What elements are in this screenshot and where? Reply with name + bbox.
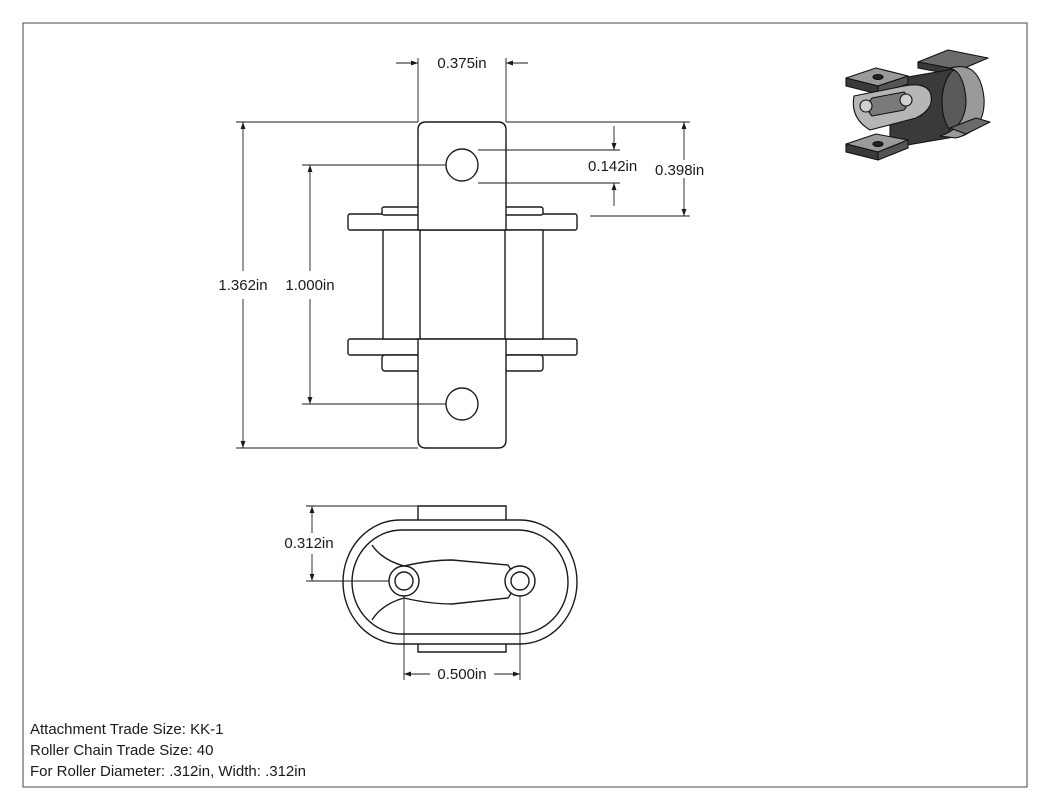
lower-link-right xyxy=(504,354,544,372)
right-pin-inner xyxy=(510,571,530,591)
side-view xyxy=(342,505,578,653)
dim-0-500: 0.500in xyxy=(437,666,486,683)
note-chain-size: Roller Chain Trade Size: 40 xyxy=(30,742,214,759)
top-view xyxy=(347,121,578,449)
dim-0-142: 0.142in xyxy=(588,158,637,175)
side-view-dimensions xyxy=(306,505,521,680)
notes-block: Attachment Trade Size: KK-1 Roller Chain… xyxy=(30,719,306,782)
sheet-border xyxy=(22,22,1028,788)
note-roller-size: For Roller Diameter: .312in, Width: .312… xyxy=(30,763,306,780)
note-attachment-size: Attachment Trade Size: KK-1 xyxy=(30,721,224,738)
dim-0-312: 0.312in xyxy=(284,535,333,552)
inner-link-left xyxy=(381,206,421,216)
dim-1-362: 1.362in xyxy=(218,277,267,294)
roller-body xyxy=(382,229,544,340)
lower-hole xyxy=(445,387,479,421)
dim-0-375: 0.375in xyxy=(437,55,486,72)
left-pin-inner xyxy=(394,571,414,591)
dim-1-000: 1.000in xyxy=(285,277,334,294)
upper-hole xyxy=(445,148,479,182)
inner-link-right xyxy=(504,206,544,216)
lower-link-left xyxy=(381,354,421,372)
inner-plate xyxy=(351,529,569,635)
top-view-dimensions xyxy=(236,58,690,449)
dim-0-398: 0.398in xyxy=(655,162,704,179)
isometric-view xyxy=(845,49,991,161)
